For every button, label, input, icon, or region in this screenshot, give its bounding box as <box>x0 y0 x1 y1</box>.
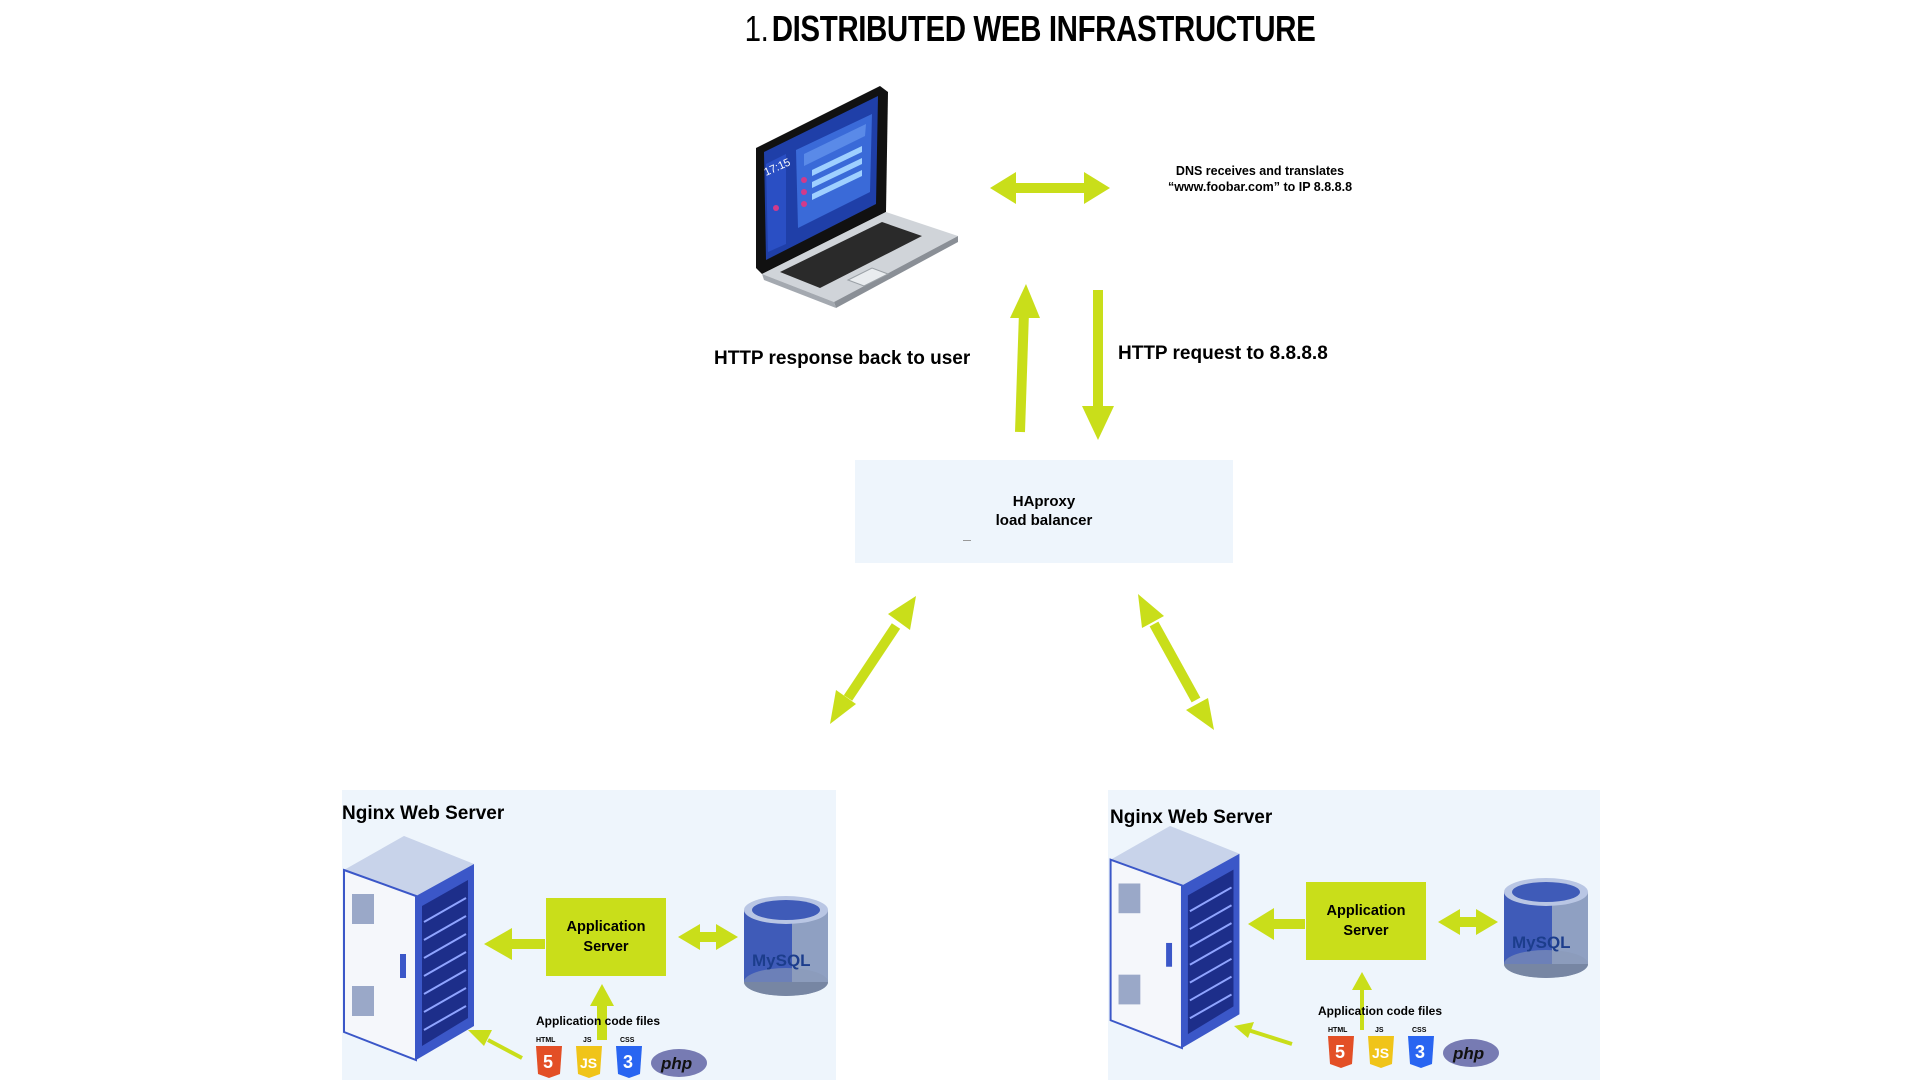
server2-title: Nginx Web Server <box>1110 807 1273 828</box>
lb-line2: load balancer <box>995 512 1093 529</box>
app-line1: Application <box>1326 903 1406 919</box>
dns-note-line2: “www.foobar.com” to IP 8.8.8.8 <box>1167 180 1353 194</box>
svg-text:JS: JS <box>583 1037 592 1044</box>
php-icon: php <box>1443 1039 1499 1067</box>
title-number: 1. <box>744 8 769 49</box>
html5-icon: HTML 5 <box>1328 1027 1354 1068</box>
svg-text:php: php <box>660 1054 692 1073</box>
svg-text:5: 5 <box>543 1052 553 1072</box>
code-to-nginx-arrow-2 <box>1247 1028 1293 1046</box>
code-to-nginx-arrow-1 <box>487 1038 523 1060</box>
css3-icon: CSS 3 <box>616 1037 642 1078</box>
load-balancer-box: HAproxy load balancer <box>855 460 1233 563</box>
rack-server-icon <box>343 836 474 1062</box>
app-line1: Application <box>566 919 646 935</box>
svg-text:3: 3 <box>623 1052 633 1072</box>
title-text: DISTRIBUTED WEB INFRASTRUCTURE <box>771 8 1316 49</box>
mysql-label: MySQL <box>1512 933 1571 952</box>
code-files-label: Application code files <box>1318 1004 1443 1018</box>
lb-server2-arrow <box>1149 621 1201 703</box>
html5-icon: HTML 5 <box>536 1037 562 1078</box>
svg-text:HTML: HTML <box>1328 1027 1348 1034</box>
app-line2: Server <box>583 939 629 955</box>
rack-server-icon <box>1109 826 1240 1050</box>
svg-text:JS: JS <box>1375 1027 1384 1034</box>
laptop-icon: 17:15 <box>756 86 958 308</box>
javascript-icon: JS JS <box>1368 1027 1394 1068</box>
mysql-label: MySQL <box>752 951 811 970</box>
svg-text:php: php <box>1452 1044 1484 1063</box>
code-files-label: Application code files <box>536 1014 661 1028</box>
http-response-label: HTTP response back to user <box>714 348 971 369</box>
code-badges: HTML 5 JS JS CSS 3 php <box>1322 1024 1512 1070</box>
svg-text:CSS: CSS <box>620 1037 635 1044</box>
dns-note: DNS receives and translates “www.foobar.… <box>1130 163 1390 195</box>
app-line2: Server <box>1343 923 1389 939</box>
svg-text:JS: JS <box>1372 1045 1389 1061</box>
css3-icon: CSS 3 <box>1408 1027 1434 1068</box>
svg-text:HTML: HTML <box>536 1037 556 1044</box>
response-arrow <box>1015 311 1029 433</box>
http-request-label: HTTP request to 8.8.8.8 <box>1118 343 1328 364</box>
mysql-database-icon: MySQL <box>1504 878 1588 978</box>
dns-note-line1: DNS receives and translates <box>1175 164 1345 178</box>
page-title: 1.DISTRIBUTED WEB INFRASTRUCTURE <box>185 8 1874 50</box>
svg-text:CSS: CSS <box>1412 1027 1427 1034</box>
svg-text:5: 5 <box>1335 1042 1345 1062</box>
lb-server1-arrow <box>843 623 901 701</box>
svg-text:JS: JS <box>580 1055 597 1071</box>
javascript-icon: JS JS <box>576 1037 602 1078</box>
code-badges: HTML 5 JS JS CSS 3 php <box>530 1034 720 1080</box>
mysql-database-icon: MySQL <box>744 896 828 996</box>
server1-title: Nginx Web Server <box>342 803 505 824</box>
lb-line1: HAproxy <box>1012 493 1076 510</box>
php-icon: php <box>651 1049 707 1077</box>
svg-text:3: 3 <box>1415 1042 1425 1062</box>
